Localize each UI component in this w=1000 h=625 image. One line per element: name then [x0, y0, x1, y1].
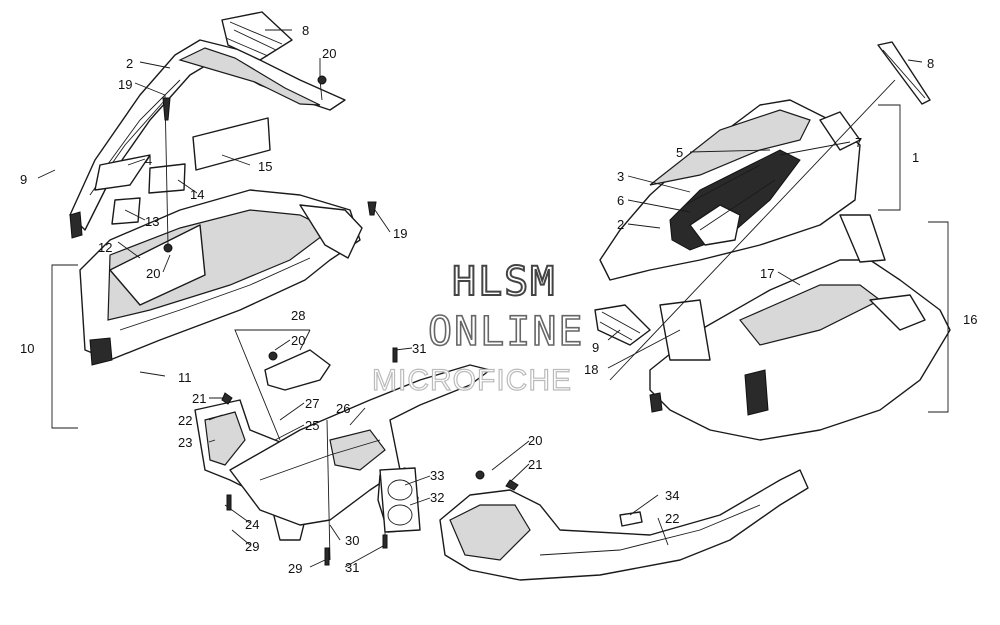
- callout-label: 20: [322, 46, 336, 61]
- callout-label: 6: [617, 193, 624, 208]
- callout-label: 14: [190, 187, 204, 202]
- watermark-line2: ONLINE: [428, 309, 585, 355]
- callout-label: 10: [20, 341, 34, 356]
- callout-label: 20: [528, 433, 542, 448]
- watermark-line1: HLSM: [452, 259, 556, 305]
- callout-label: 21: [192, 391, 206, 406]
- group-bracket-1: [878, 104, 901, 211]
- callout-label: 8: [927, 56, 934, 71]
- left-vent-grille-8: [221, 11, 293, 61]
- callout-label: 8: [302, 23, 309, 38]
- callout-label: 7: [855, 135, 862, 150]
- right-hood-upper: [599, 99, 861, 281]
- callout-label: 9: [592, 340, 599, 355]
- callout-label: 29: [288, 561, 302, 576]
- callout-label: 29: [245, 539, 259, 554]
- callout-label: 31: [345, 560, 359, 575]
- callout-label: 2: [617, 217, 624, 232]
- callout-label: 32: [430, 490, 444, 505]
- callout-label: 25: [305, 418, 319, 433]
- callout-label: 22: [665, 511, 679, 526]
- callout-label: 9: [20, 172, 27, 187]
- callout-label: 27: [305, 396, 319, 411]
- callout-label: 20: [146, 266, 160, 281]
- callout-label: 15: [258, 159, 272, 174]
- callout-label: 26: [336, 401, 350, 416]
- group-bracket-10: [51, 264, 78, 429]
- right-hood-lower: [649, 214, 951, 441]
- right-skid-plate: [439, 469, 809, 581]
- callout-labels: 1 2 2 3 4 5 6 7 8 8 9 9 10 11 12 13 14 1…: [20, 23, 977, 576]
- callout-label: 23: [178, 435, 192, 450]
- callout-label: 30: [345, 533, 359, 548]
- callout-label: 33: [430, 468, 444, 483]
- fasteners: [162, 75, 519, 566]
- callout-label: 31: [412, 341, 426, 356]
- right-vent-grille-8: [877, 41, 931, 105]
- callout-label: 19: [118, 77, 132, 92]
- right-bracket-32-33: [379, 467, 421, 533]
- left-hood-lower: [79, 189, 363, 366]
- callout-label: 17: [760, 266, 774, 281]
- callout-label: 19: [393, 226, 407, 241]
- left-hood-upper: [69, 39, 346, 239]
- callout-label: 18: [584, 362, 598, 377]
- callout-label: 24: [245, 517, 259, 532]
- group-bracket-16: [928, 221, 949, 413]
- callout-label: 4: [145, 153, 152, 168]
- watermark-line3: MICROFICHE: [372, 364, 572, 397]
- callout-label: 22: [178, 413, 192, 428]
- callout-label: 13: [145, 214, 159, 229]
- watermark: HLSM ONLINE MICROFICHE: [371, 258, 585, 398]
- callout-label: 12: [98, 240, 112, 255]
- callout-label: 1: [912, 150, 919, 165]
- callout-label: 5: [676, 145, 683, 160]
- right-vent-grille-9: [594, 304, 651, 346]
- callout-label: 2: [126, 56, 133, 71]
- callout-label: 28: [291, 308, 305, 323]
- callout-label: 34: [665, 488, 679, 503]
- callout-label: 3: [617, 169, 624, 184]
- callout-label: 11: [178, 370, 192, 385]
- callout-label: 16: [963, 312, 977, 327]
- callout-label: 20: [291, 333, 305, 348]
- callout-label: 21: [528, 457, 542, 472]
